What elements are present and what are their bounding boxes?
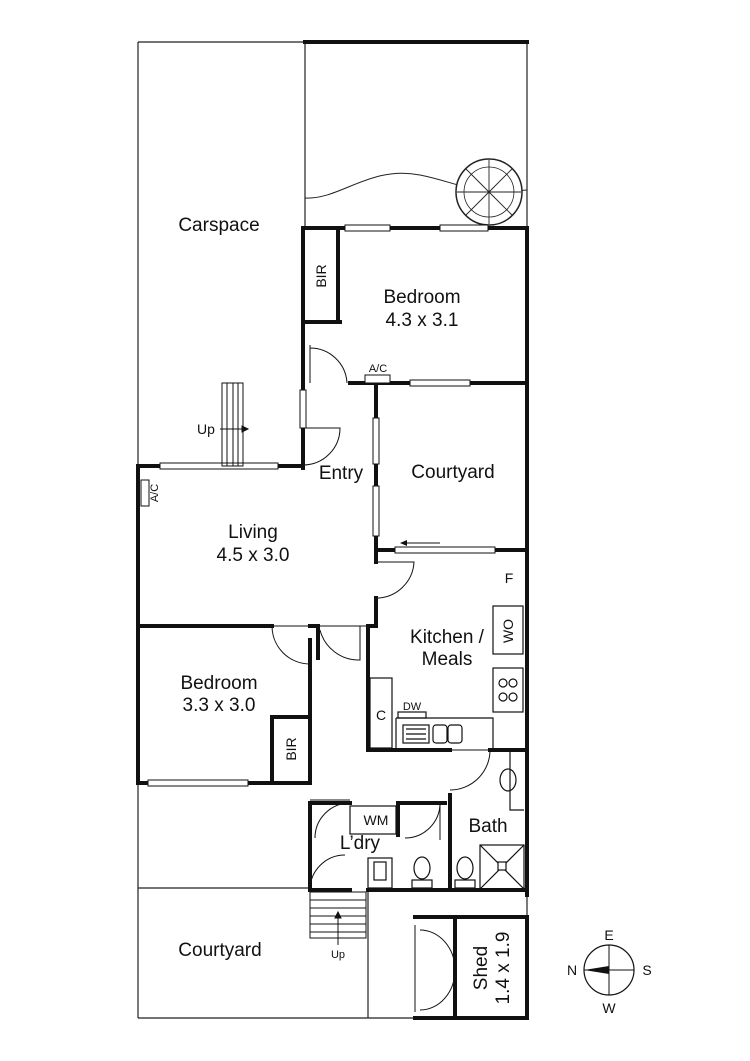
room-label-bir-1: BIR	[313, 264, 329, 287]
room-label-living: Living	[228, 522, 278, 543]
compass-needle-icon	[584, 966, 609, 974]
room-label-courtyard-rear: Courtyard	[178, 940, 261, 961]
compass-north: N	[567, 962, 577, 978]
compass-west: W	[602, 1000, 616, 1016]
dishwasher-label: DW	[403, 701, 422, 713]
stairs-up-label-front: Up	[197, 421, 215, 437]
washing-machine-label: WM	[364, 812, 389, 828]
compass-east: E	[604, 927, 613, 943]
room-label-bath: Bath	[468, 816, 507, 837]
room-size-living: 4.5 x 3.0	[217, 545, 290, 566]
compass-south: S	[642, 962, 651, 978]
wall-oven-label: WO	[500, 619, 516, 643]
stairs-rear	[309, 891, 367, 945]
stairs-up-label-rear: Up	[331, 949, 345, 961]
sliding-door-arrow-icon	[400, 540, 440, 546]
room-size-shed: 1.4 x 1.9	[493, 932, 514, 1005]
site-boundary	[137, 41, 528, 1019]
bathroom-fixtures	[349, 750, 525, 890]
room-label-laundry: L’dry	[340, 833, 381, 854]
ac-unit-living	[140, 479, 150, 507]
room-label-bedroom-2: Bedroom	[180, 673, 257, 694]
room-label-bedroom-1: Bedroom	[383, 287, 460, 308]
room-size-bedroom-1: 4.3 x 3.1	[386, 310, 459, 331]
room-label-shed: Shed	[471, 946, 492, 990]
windows	[147, 224, 496, 787]
stairs-front	[220, 382, 250, 467]
tree-icon	[455, 158, 523, 226]
compass: N E S W	[567, 927, 652, 1016]
ac-unit-bedroom	[364, 374, 391, 384]
fridge-label: F	[505, 570, 514, 586]
doors	[271, 345, 491, 1012]
ac-label-bedroom: A/C	[369, 363, 387, 375]
room-label-courtyard-mid: Courtyard	[411, 462, 494, 483]
room-size-bedroom-2: 3.3 x 3.0	[183, 695, 256, 716]
cupboard-label: C	[376, 707, 386, 723]
kitchen-fixtures	[369, 605, 524, 749]
room-label-bir-2: BIR	[283, 737, 299, 760]
ac-label-living: A/C	[149, 484, 161, 502]
room-label-kitchen-line-2: Meals	[422, 649, 473, 670]
room-label-entry: Entry	[319, 463, 364, 484]
room-label-kitchen-line-1: Kitchen /	[410, 627, 485, 648]
room-label-carspace: Carspace	[178, 215, 259, 236]
